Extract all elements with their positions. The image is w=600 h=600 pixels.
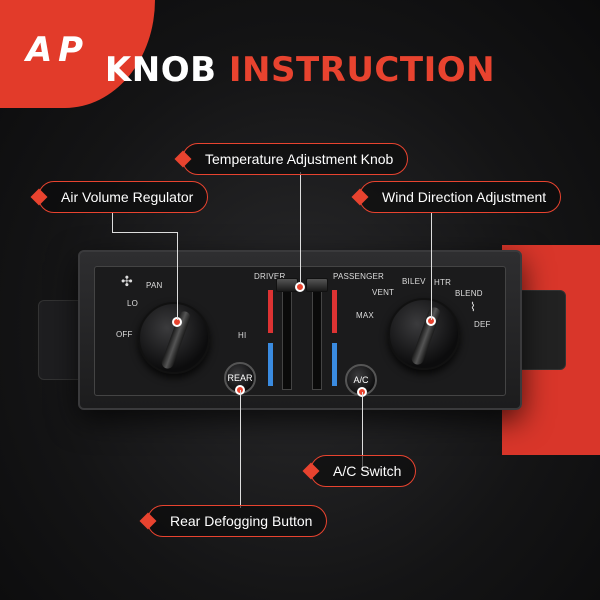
leader-air-volume-v2 (177, 232, 178, 320)
slider-label-driver: DRIVER (254, 272, 286, 281)
mode-label-vent: VENT (372, 288, 395, 297)
mode-label-blend: BLEND (455, 289, 483, 298)
pill-marker (302, 462, 320, 480)
pill-marker (174, 150, 192, 168)
pill-marker (139, 512, 157, 530)
driver-temp-scale (268, 290, 273, 386)
leader-rear-defog (240, 390, 241, 508)
slider-label-passenger: PASSENGER (333, 272, 384, 281)
leader-air-volume-h (112, 232, 177, 233)
driver-temp-track (282, 286, 292, 390)
passenger-temp-slider[interactable] (306, 278, 328, 292)
wind-direction-knob[interactable] (388, 298, 460, 370)
fan-label-hi: HI (238, 331, 247, 340)
leader-wind-direction (431, 212, 432, 320)
label-ac-switch: A/C Switch (302, 455, 417, 487)
fan-label-lo: LO (127, 299, 139, 308)
title-part2: INSTRUCTION (228, 50, 496, 90)
mode-label-def: DEF (474, 320, 491, 329)
pill-marker (30, 188, 48, 206)
mode-label-max: MAX (356, 311, 374, 320)
label-ac-switch-text: A/C Switch (333, 463, 402, 479)
label-air-volume: Air Volume Regulator (30, 181, 209, 213)
passenger-temp-scale (332, 290, 337, 386)
page-title: KNOB INSTRUCTION (0, 50, 600, 90)
leader-air-volume-v1 (112, 212, 113, 232)
label-rear-defog-text: Rear Defogging Button (170, 513, 313, 529)
label-temperature: Temperature Adjustment Knob (174, 143, 409, 175)
title-part1: KNOB (104, 50, 217, 90)
mode-label-bilev: BILEV (402, 277, 426, 286)
fan-icon: ✣ (121, 273, 133, 289)
defrost-icon: ⌇ (470, 300, 477, 314)
pill-marker (351, 188, 369, 206)
rear-defog-button-label: REAR (227, 373, 253, 383)
brand-logo: A P (26, 30, 83, 70)
fan-label-off: OFF (116, 330, 133, 339)
ac-switch-button-label: A/C (353, 375, 369, 385)
label-wind-direction-text: Wind Direction Adjustment (382, 189, 547, 205)
label-rear-defog: Rear Defogging Button (139, 505, 328, 537)
label-temperature-text: Temperature Adjustment Knob (205, 151, 394, 167)
passenger-temp-track (312, 286, 322, 390)
fan-label-pan: PAN (146, 281, 163, 290)
mounting-tab-right (520, 290, 566, 370)
label-wind-direction: Wind Direction Adjustment (351, 181, 562, 213)
leader-temperature (300, 172, 301, 284)
label-air-volume-text: Air Volume Regulator (61, 189, 194, 205)
mode-label-htr: HTR (434, 278, 452, 287)
air-volume-knob[interactable] (138, 302, 210, 374)
leader-ac-switch (362, 392, 363, 470)
